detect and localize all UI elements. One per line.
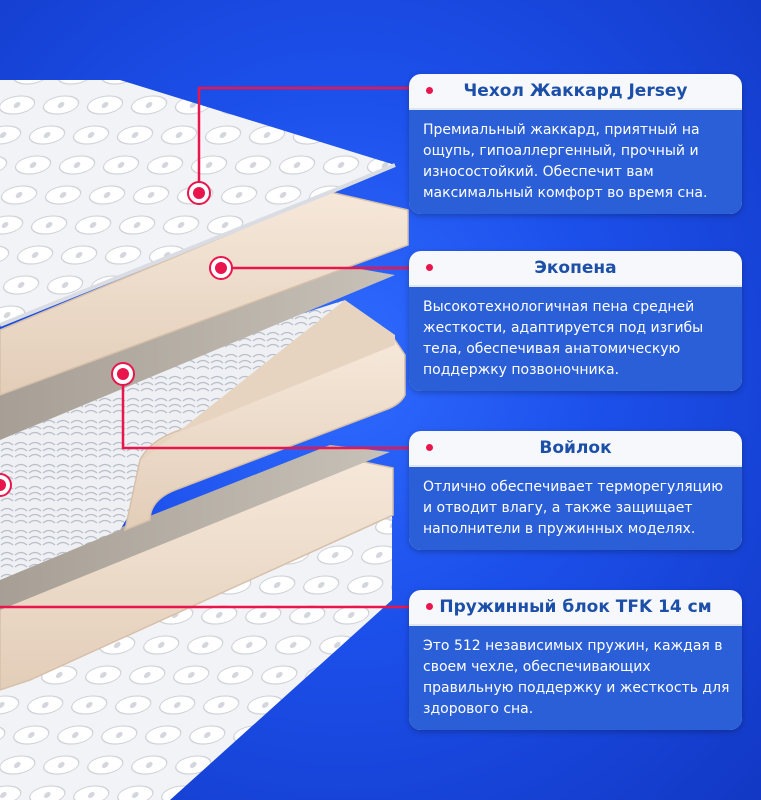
- card-title: Войлок: [539, 438, 612, 458]
- card-title: Пружинный блок TFK 14 см: [439, 597, 712, 617]
- card-text: Премиальный жаккард, приятный на ощупь, …: [409, 110, 742, 214]
- card-title: Экопена: [534, 258, 617, 278]
- marker-cover: [187, 181, 211, 205]
- lower-felt-layer: [0, 445, 390, 610]
- bullet-icon: [426, 87, 433, 94]
- divider: [409, 108, 742, 110]
- marker-felt: [111, 362, 135, 386]
- card-text: Высокотехнологичная пена средней жесткос…: [409, 287, 742, 391]
- upper-felt-layer: [0, 262, 395, 440]
- layer-markers: [0, 181, 233, 497]
- card-text: Отлично обеспечивает терморегуляцию и от…: [409, 467, 742, 550]
- marker-springs: [0, 473, 12, 497]
- bullet-icon: [426, 603, 433, 610]
- card-ecofoam: Экопена Высокотехнологичная пена средней…: [409, 251, 742, 391]
- divider: [409, 465, 742, 467]
- connector-lines: [0, 86, 430, 609]
- card-title: Чехол Жаккард Jersey: [463, 81, 688, 101]
- card-felt: Войлок Отлично обеспечивает терморегуляц…: [409, 431, 742, 550]
- bullet-icon: [426, 264, 433, 271]
- card-cover: Чехол Жаккард Jersey Премиальный жаккард…: [409, 74, 742, 214]
- bullet-icon: [426, 444, 433, 451]
- marker-ecofoam: [209, 256, 233, 280]
- divider: [409, 624, 742, 626]
- middle-foam-layer: [123, 300, 406, 532]
- card-text: Это 512 независимых пружин, каждая в сво…: [409, 626, 742, 730]
- card-springs: Пружинный блок TFK 14 см Это 512 независ…: [409, 590, 742, 730]
- divider: [409, 285, 742, 287]
